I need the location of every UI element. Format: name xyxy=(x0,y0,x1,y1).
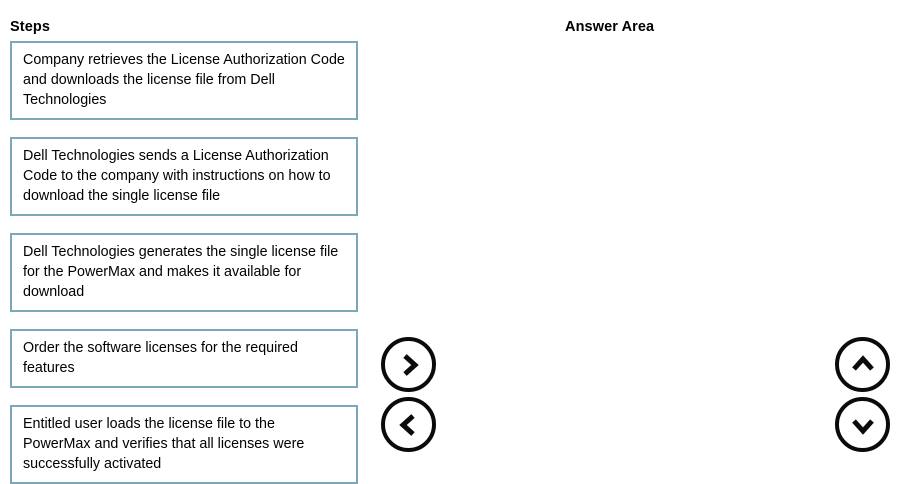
step-tile[interactable]: Order the software licenses for the requ… xyxy=(10,329,358,388)
chevron-right-icon xyxy=(396,352,422,378)
move-down-button[interactable] xyxy=(835,397,890,452)
step-tile[interactable]: Company retrieves the License Authorizat… xyxy=(10,41,358,120)
answer-area-heading: Answer Area xyxy=(565,19,655,36)
steps-list: Company retrieves the License Authorizat… xyxy=(10,41,358,484)
steps-column-heading: Steps xyxy=(10,19,50,36)
move-left-button[interactable] xyxy=(381,397,436,452)
step-tile[interactable]: Dell Technologies sends a License Author… xyxy=(10,137,358,216)
transfer-button-group xyxy=(381,337,437,452)
step-tile[interactable]: Entitled user loads the license file to … xyxy=(10,405,358,484)
reorder-button-group xyxy=(835,337,891,452)
chevron-down-icon xyxy=(850,412,876,438)
move-up-button[interactable] xyxy=(835,337,890,392)
step-tile[interactable]: Dell Technologies generates the single l… xyxy=(10,233,358,312)
answer-area-dropzone[interactable] xyxy=(565,41,825,331)
move-right-button[interactable] xyxy=(381,337,436,392)
chevron-left-icon xyxy=(396,412,422,438)
chevron-up-icon xyxy=(850,352,876,378)
